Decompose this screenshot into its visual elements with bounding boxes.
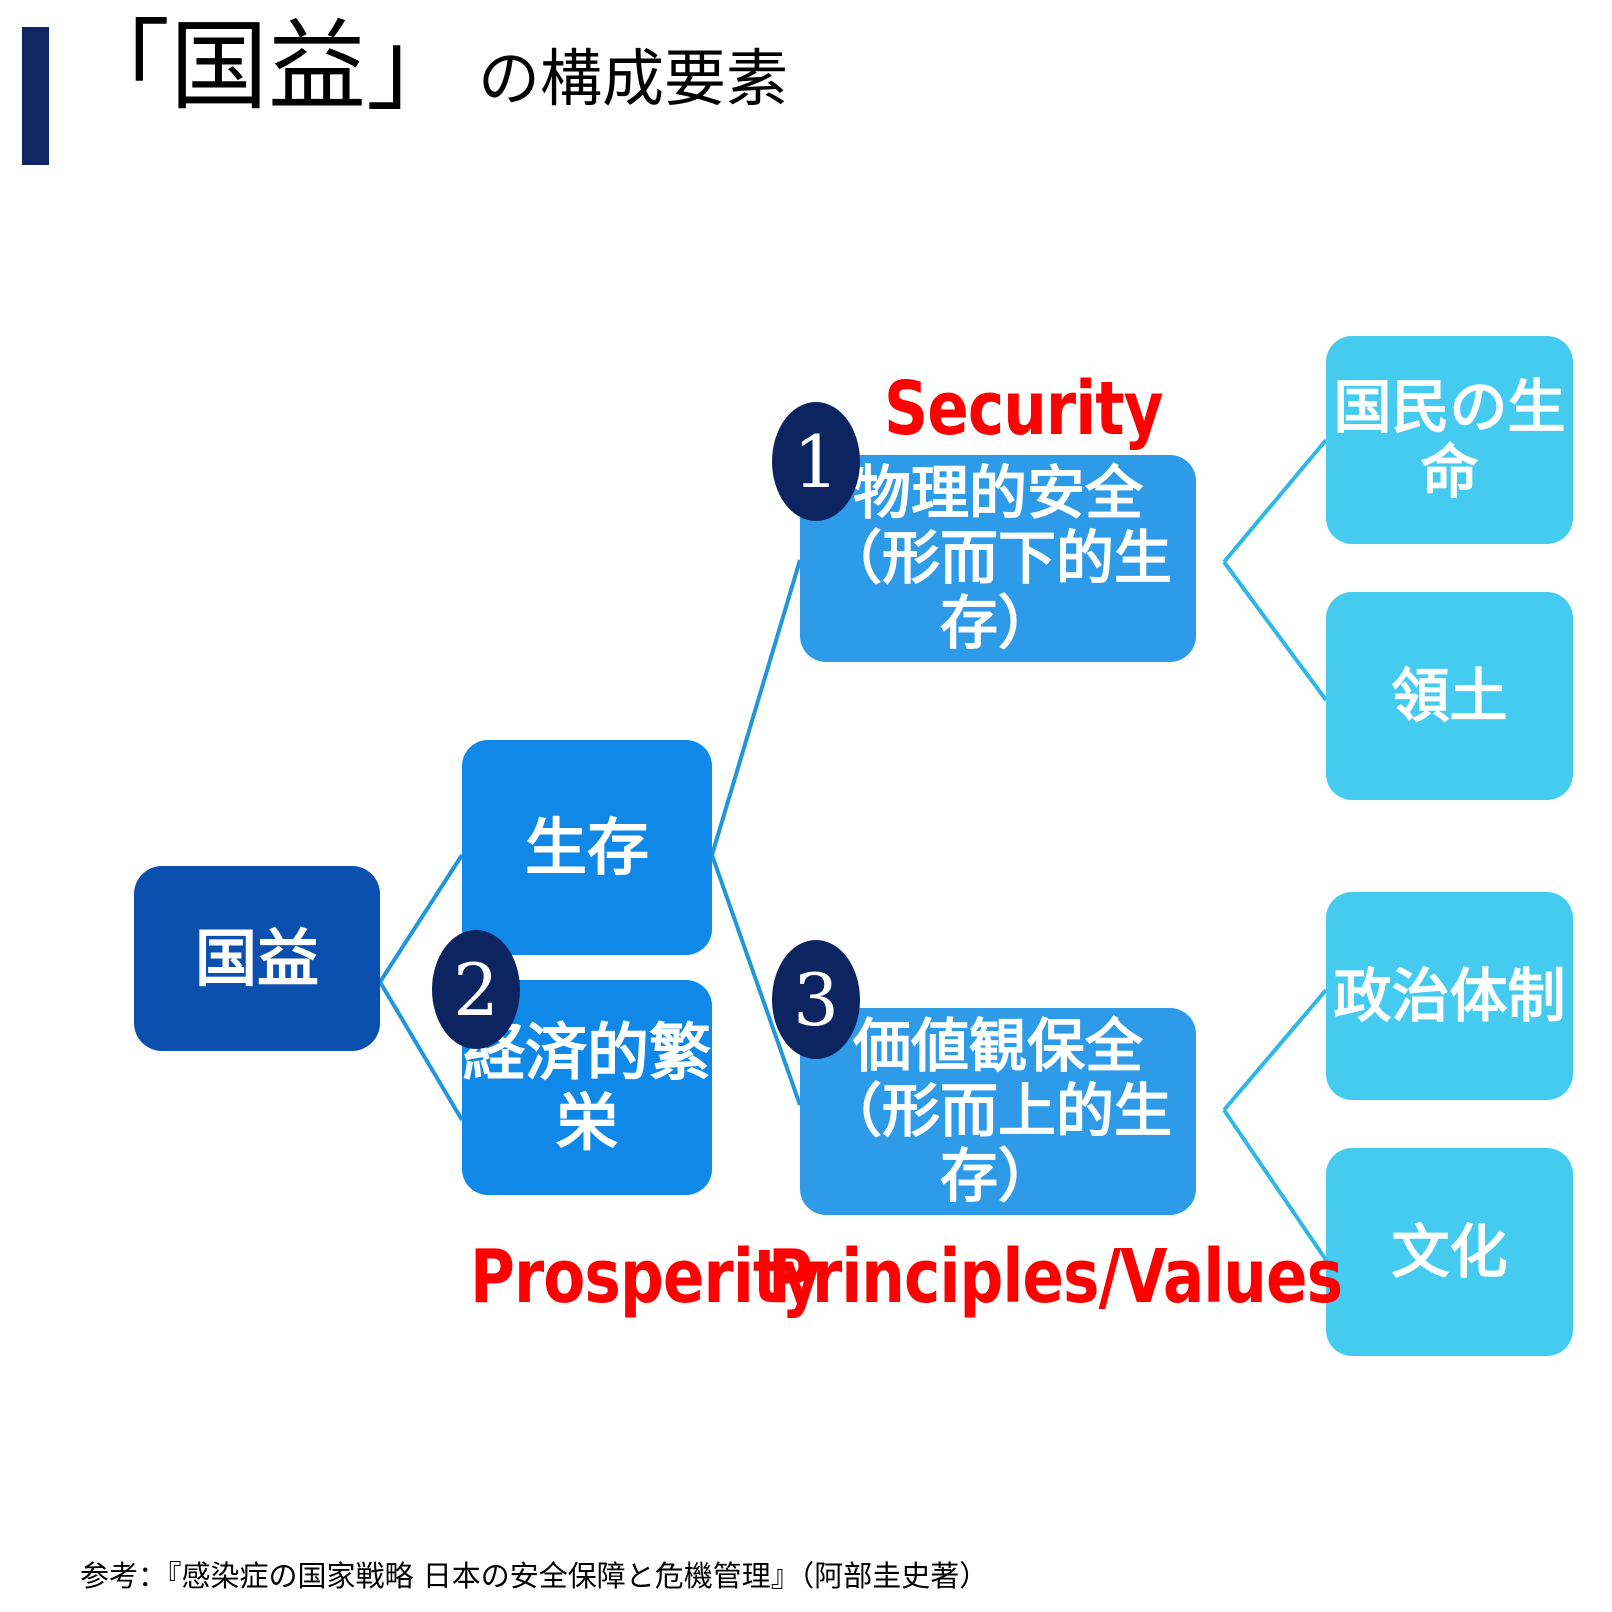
english-label-principles-values: Principles/Values bbox=[768, 1234, 1343, 1320]
page-title-sub: の構成要素 bbox=[478, 42, 789, 115]
node-level3-physical-security-label: 物理的安全 （形而下的生存） bbox=[823, 459, 1172, 657]
node-root-label: 国益 bbox=[194, 921, 319, 995]
node-level2-survival-label: 生存 bbox=[524, 810, 649, 884]
badge-number-1: 1 bbox=[772, 402, 860, 521]
node-leaf-territory-label: 領土 bbox=[1391, 661, 1508, 730]
node-leaf-political-system[interactable]: 政治体制 bbox=[1326, 892, 1573, 1100]
node-level3-values-preservation-label: 価値観保全 （形而上的生存） bbox=[823, 1012, 1172, 1210]
node-level2-economic-prosperity[interactable]: 経済的繁栄 bbox=[462, 980, 712, 1195]
node-leaf-citizen-lives[interactable]: 国民の生命 bbox=[1326, 336, 1573, 544]
page-title-main: 「国益」 bbox=[72, 10, 465, 124]
node-leaf-culture-label: 文化 bbox=[1391, 1217, 1508, 1286]
badge-number-2-label: 2 bbox=[453, 947, 499, 1032]
title-accent-bar bbox=[22, 27, 49, 165]
badge-number-3: 3 bbox=[772, 940, 860, 1059]
node-root-national-interest[interactable]: 国益 bbox=[134, 866, 380, 1051]
english-label-prosperity: Prosperity bbox=[470, 1234, 821, 1320]
node-leaf-territory[interactable]: 領土 bbox=[1326, 592, 1573, 800]
node-level3-physical-security[interactable]: 物理的安全 （形而下的生存） bbox=[800, 455, 1196, 662]
page-header: 「国益」の構成要素 bbox=[0, 0, 1612, 200]
node-level2-survival[interactable]: 生存 bbox=[462, 740, 712, 955]
badge-number-1-label: 1 bbox=[793, 419, 839, 504]
node-leaf-culture[interactable]: 文化 bbox=[1326, 1148, 1573, 1356]
badge-number-2: 2 bbox=[432, 930, 520, 1049]
badge-number-3-label: 3 bbox=[793, 957, 839, 1042]
node-leaf-political-system-label: 政治体制 bbox=[1333, 961, 1566, 1030]
page-title: 「国益」の構成要素 bbox=[72, 18, 788, 116]
source-reference-note: 参考：『感染症の国家戦略 日本の安全保障と危機管理』（阿部圭史著） bbox=[80, 1559, 989, 1593]
english-label-security: Security bbox=[884, 366, 1164, 452]
node-level3-values-preservation[interactable]: 価値観保全 （形而上的生存） bbox=[800, 1008, 1196, 1215]
node-leaf-citizen-lives-label: 国民の生命 bbox=[1333, 373, 1566, 506]
